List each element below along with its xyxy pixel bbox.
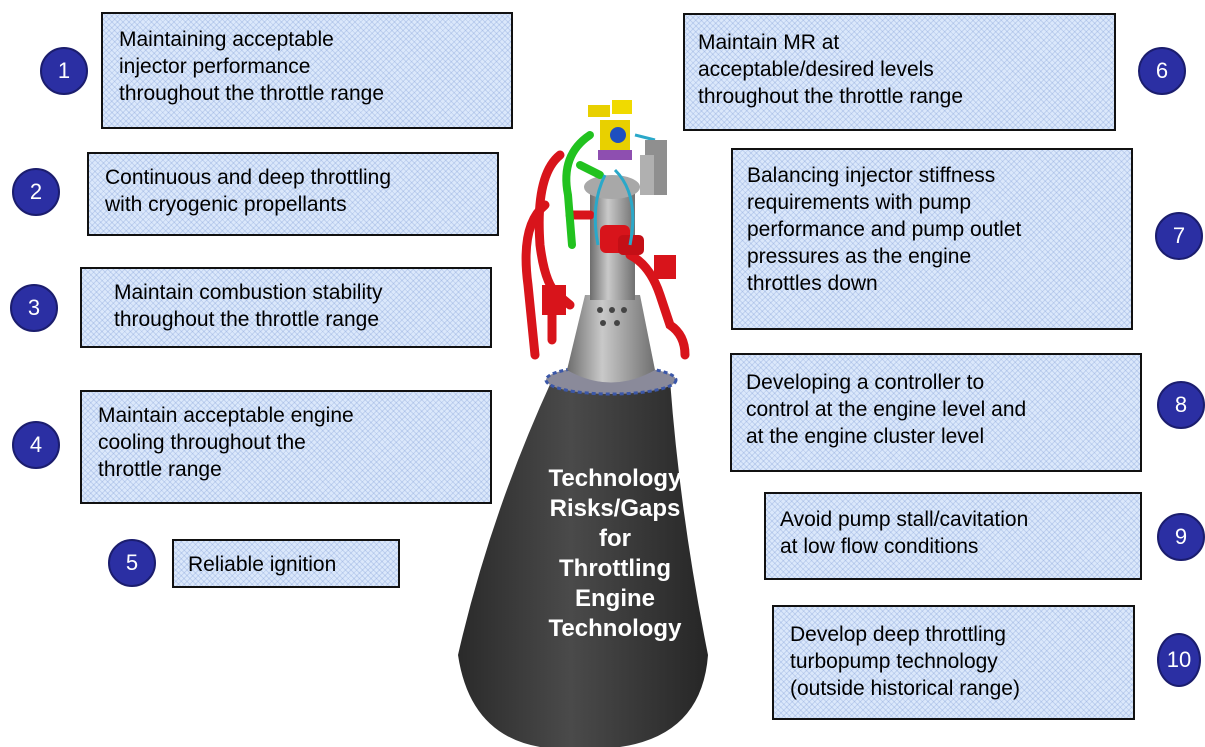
nozzle-bell [458,380,708,747]
combustion-chamber [567,295,655,383]
item-number-1: 1 [40,47,88,95]
item-number-8: 8 [1157,381,1205,429]
item-number-5: 5 [108,539,156,587]
item-number-6: 6 [1138,47,1186,95]
item-number-9: 9 [1157,513,1205,561]
diagram-title: Technology Risks/Gaps for Throttling Eng… [548,465,682,642]
item-number-2: 2 [12,168,60,216]
item-number-7: 7 [1155,212,1203,260]
item-number-4: 4 [12,421,60,469]
item-number-3: 3 [10,284,58,332]
item-number-10: 10 [1157,633,1201,687]
green-piping [562,131,604,249]
item-box-5: Reliable ignition [172,539,400,588]
rocket-engine-illustration [458,100,708,747]
